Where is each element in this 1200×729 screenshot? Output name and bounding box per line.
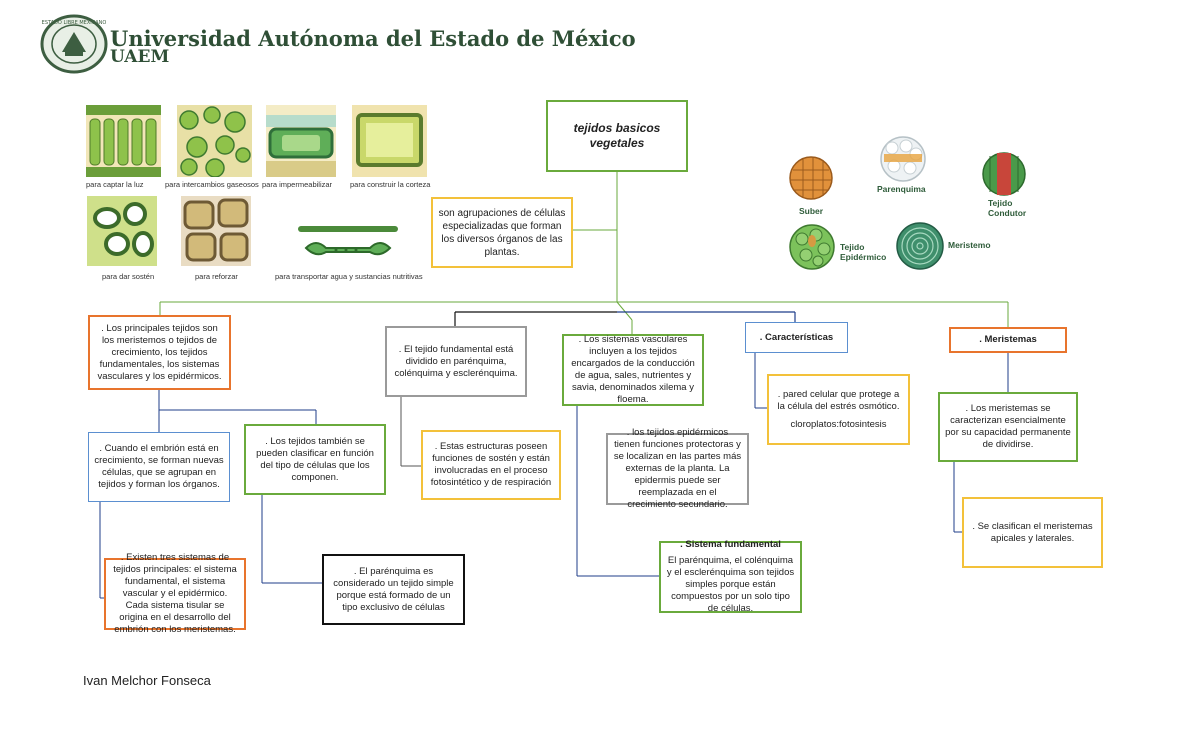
sistema-fundamental-title: . Sistema fundamental bbox=[680, 539, 781, 550]
sistema-fundamental-box: . Sistema fundamental El parénquima, el … bbox=[659, 539, 802, 614]
conductor-tissue-icon bbox=[982, 152, 1026, 196]
university-acronym: UAEM bbox=[110, 47, 170, 67]
logo-text: ESTADO LIBRE MEXICANO bbox=[42, 20, 107, 26]
leaf-spongy-illustration bbox=[177, 105, 252, 177]
author-name: Ivan Melchor Fonseca bbox=[83, 673, 211, 688]
meristemas-box: . Meristemas bbox=[949, 327, 1067, 353]
principales-box: . Los principales tejidos son los merist… bbox=[88, 315, 231, 390]
pared-box: . pared celular que protege a la célula … bbox=[767, 374, 910, 445]
sosten-box: . Estas estructuras poseen funciones de … bbox=[421, 430, 561, 500]
sclerenchyma-illustration bbox=[181, 196, 251, 266]
parenquima-tissue-icon bbox=[880, 136, 926, 182]
suber-label: Suber bbox=[799, 206, 824, 216]
parenquima-simple-box: . El parénquima es considerado un tejido… bbox=[322, 554, 465, 625]
vascular-vessel-illustration bbox=[298, 226, 398, 256]
uaem-seal-logo: ESTADO LIBRE MEXICANO bbox=[40, 14, 108, 74]
bark-illustration bbox=[352, 105, 427, 177]
collenchyma-illustration bbox=[87, 196, 157, 266]
epidermico-tissue-icon bbox=[789, 224, 835, 270]
cuticle-illustration bbox=[266, 105, 336, 177]
definition-box: son agrupaciones de células especializad… bbox=[431, 197, 573, 268]
meristemo-label: Meristemo bbox=[948, 240, 991, 250]
caption-transportar: para transportar agua y sustancias nutri… bbox=[275, 272, 423, 281]
sistema-fundamental-text: El parénquima, el colénquima y el escler… bbox=[666, 555, 795, 614]
caracteristicas-box: . Características bbox=[745, 322, 848, 353]
clasificar-box: . Los tejidos también se pueden clasific… bbox=[244, 424, 386, 495]
pared-text: . pared celular que protege a la célula … bbox=[777, 388, 900, 412]
conductor-label: Tejido Condutor bbox=[988, 198, 1027, 218]
caption-intercambios: para intercambios gaseosos bbox=[165, 180, 259, 189]
root-concept: tejidos basicos vegetales bbox=[546, 100, 688, 172]
fundamental-box: . El tejido fundamental está dividido en… bbox=[385, 326, 527, 397]
epidermicos-box: . los tejidos epidérmicos tienen funcion… bbox=[606, 427, 749, 510]
embrion-box: . Cuando el embrión está en crecimiento,… bbox=[88, 432, 230, 502]
vasculares-box: . Los sistemas vasculares incluyen a los… bbox=[562, 334, 704, 406]
cloroplatos-text: cloroplatos:fotosintesis bbox=[790, 418, 887, 430]
leaf-palisade-illustration bbox=[86, 105, 161, 177]
caption-impermeabilizar: para impermeabilizar bbox=[262, 180, 333, 189]
meristemas-desc-box: . Los meristemas se caracterizan esencia… bbox=[938, 392, 1078, 462]
epidermico-label: Tejido Epidérmico bbox=[840, 242, 887, 262]
caption-sosten: para dar sostén bbox=[102, 272, 155, 281]
caption-corteza: para construir la corteza bbox=[350, 180, 431, 189]
caption-captar-luz: para captar la luz bbox=[86, 180, 144, 189]
caption-reforzar: para reforzar bbox=[195, 272, 238, 281]
meristemo-tissue-icon bbox=[896, 222, 944, 270]
university-title: Universidad Autónoma del Estado de Méxic… bbox=[110, 26, 636, 51]
tres-sistemas-box: . Existen tres sistemas de tejidos princ… bbox=[104, 552, 246, 635]
suber-tissue-icon bbox=[789, 156, 833, 200]
parenquima-label: Parenquima bbox=[877, 184, 926, 194]
apicales-box: . Se clasifican el meristemas apicales y… bbox=[962, 497, 1103, 568]
